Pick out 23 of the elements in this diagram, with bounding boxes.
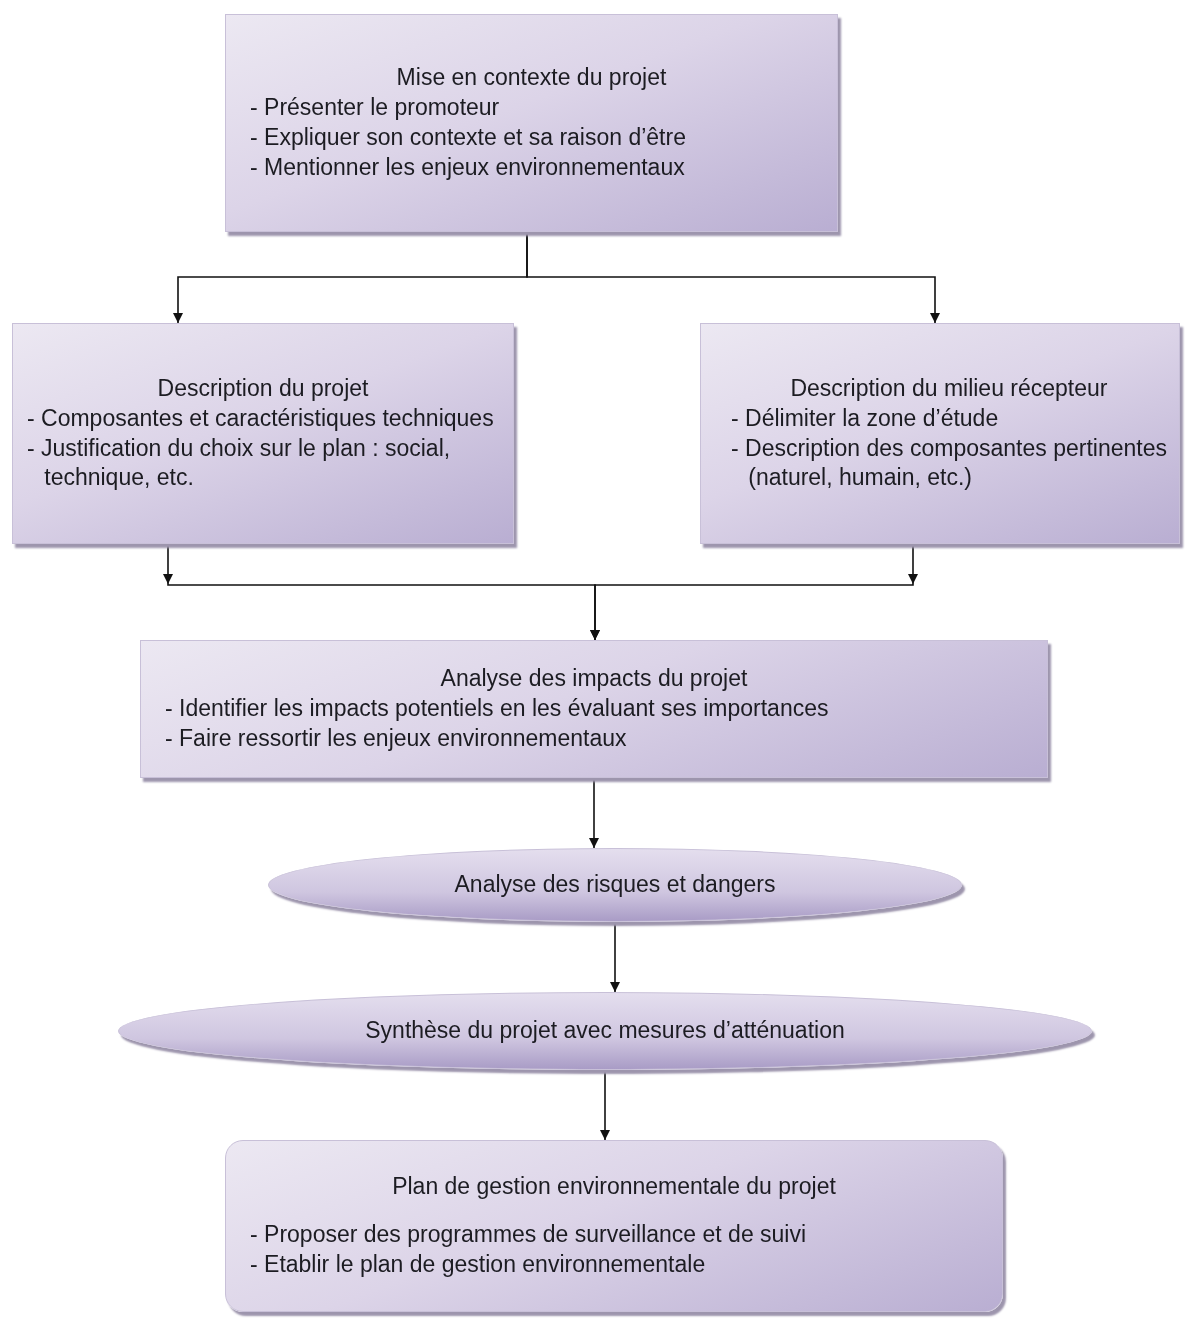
box-heading: Description du projet [156, 373, 370, 403]
bullet-item: - Délimiter la zone d’étude [731, 403, 1000, 433]
box-heading: Description du milieu récepteur [789, 373, 1109, 403]
rounded-box [225, 1140, 1003, 1312]
bullet-item: - Expliquer son contexte et sa raison d’être [250, 123, 687, 152]
box-heading: Synthèse du projet avec mesures d’atténuation [365, 1016, 845, 1046]
process-box [140, 640, 1048, 778]
process-box [700, 323, 1180, 544]
bullet-item: - Justification du choix sur le plan : social, technique, etc. [27, 433, 452, 493]
bullet-item: - Présenter le promoteur [250, 93, 501, 123]
bullet-item: - Faire ressortir les enjeux environnementaux [165, 723, 628, 753]
bullet-item: - Mentionner les enjeux environnementaux [250, 152, 686, 182]
bullet-item: - Identifier les impacts potentiels en les évaluant ses importances [165, 694, 830, 724]
bullet-item: - Composantes et caractéristiques techniques [27, 403, 495, 433]
bullet-item: - Description des composantes pertinentes (naturel, humain, etc.) [731, 433, 1167, 493]
box-heading: Mise en contexte du projet [395, 63, 668, 93]
process-box [225, 14, 838, 232]
box-heading: Analyse des impacts du projet [439, 664, 749, 694]
bullet-item: - Etablir le plan de gestion environnementale [250, 1249, 707, 1279]
box-heading: Analyse des risques et dangers [454, 870, 776, 900]
process-box [12, 323, 514, 544]
box-heading: Plan de gestion environnementale du projet [391, 1172, 837, 1202]
bullet-item: - Proposer des programmes de surveillance et de suivi [250, 1220, 808, 1250]
